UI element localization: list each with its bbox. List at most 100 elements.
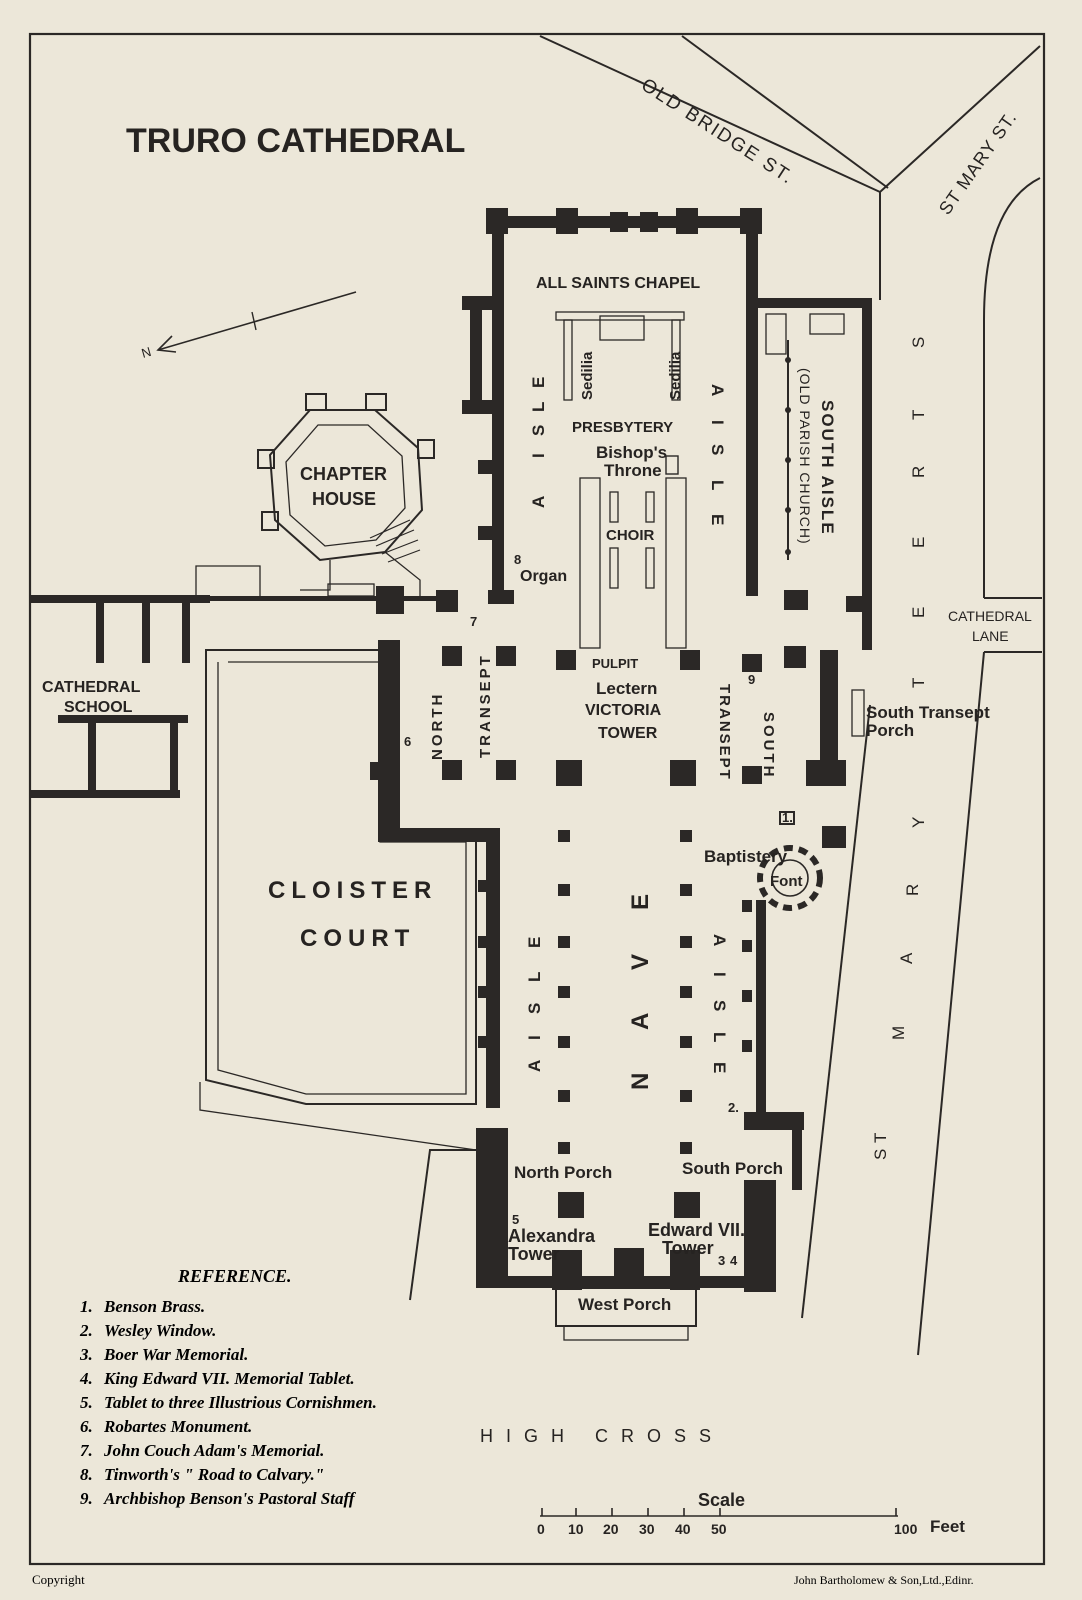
aisle-letter: I (529, 453, 548, 458)
street-letter: S (871, 1149, 890, 1160)
baptistery-label: Baptistery (704, 847, 788, 866)
south-transept-porch-label-2: Porch (866, 721, 914, 740)
reference-text: King Edward VII. Memorial Tablet. (103, 1369, 355, 1388)
scale-tick: 10 (568, 1521, 584, 1537)
reference-num: 4. (79, 1369, 93, 1388)
north-transept-label-2: TRANSEPT (477, 653, 494, 758)
edward-tower-label-2: Tower (662, 1238, 714, 1258)
alexandra-tower-label-2: Tower (508, 1244, 560, 1264)
street-letter: T (909, 410, 928, 420)
aisle-letter: E (529, 377, 548, 388)
aisle-letter: E (525, 937, 544, 948)
south-transept-porch-label-1: South Transept (866, 703, 990, 722)
scale-tick: 30 (639, 1521, 655, 1537)
street-st-mary-top: ST MARY ST. (935, 108, 1021, 219)
reference-num: 7. (80, 1441, 93, 1460)
reference-text: John Couch Adam's Memorial. (103, 1441, 324, 1460)
scale-tick: 0 (537, 1521, 545, 1537)
street-cathedral-lane-1: CATHEDRAL (948, 608, 1032, 624)
north-arrow: N (140, 291, 357, 361)
south-transept-label-2: SOUTH (760, 712, 777, 780)
south-transept-label-1: TRANSEPT (716, 684, 733, 781)
reference-text: Tablet to three Illustrious Cornishmen. (104, 1393, 377, 1412)
reference-num: 9. (80, 1489, 93, 1508)
svg-text:N: N (140, 344, 153, 361)
throne-marker (665, 455, 679, 475)
street-letter: A (897, 952, 916, 964)
reference-text: Robartes Monument. (103, 1417, 252, 1436)
choir-label: CHOIR (606, 527, 655, 544)
all-saints-chapel-label: ALL SAINTS CHAPEL (536, 275, 700, 292)
aisle-letter: A (710, 934, 729, 946)
cathedral-school (30, 565, 261, 798)
north-porch-label: North Porch (514, 1163, 612, 1182)
aisle-letter: S (710, 1000, 729, 1011)
scale-unit: Feet (930, 1517, 965, 1536)
map-frame (28, 32, 1046, 1566)
chapter-house-label-1: CHAPTER (300, 464, 387, 484)
nave-letter: N (627, 1073, 654, 1090)
west-porch-label: West Porch (578, 1295, 671, 1314)
street-letter: S (909, 337, 928, 348)
reference-text: Archbishop Benson's Pastoral Staff (103, 1489, 357, 1508)
aisle-letter: L (525, 972, 544, 982)
sedilia-left-label: Sedilia (579, 351, 596, 400)
scale-tick: 40 (675, 1521, 691, 1537)
reference-num: 3. (79, 1345, 93, 1364)
scale-bar: Scale 0 10 20 30 40 50 100 Feet (537, 1490, 965, 1537)
font-label: Font (770, 873, 802, 890)
cathedral-school-label-2: SCHOOL (64, 699, 133, 716)
footer-publisher: John Bartholomew & Son,Ltd.,Edinr. (794, 1573, 974, 1587)
cathedral-walls (370, 208, 872, 1341)
south-aisle-label-1: SOUTH AISLE (818, 400, 837, 536)
aisle-letter: S (525, 1003, 544, 1014)
aisle-letter: A (525, 1060, 544, 1072)
nave-letter: A (627, 1013, 654, 1030)
chapter-house (200, 393, 440, 601)
aisle-letter: A (708, 384, 727, 396)
south-porch-label: South Porch (682, 1159, 783, 1178)
scale-tick: 100 (894, 1521, 918, 1537)
aisle-letter: I (708, 420, 727, 425)
street-old-bridge: OLD BRIDGE ST. (637, 75, 798, 190)
street-high-cross: HIGH CROSS (480, 1426, 724, 1446)
street-letter: Y (909, 817, 928, 828)
aisle-letter: A (529, 496, 548, 508)
north-transept-label-1: NORTH (429, 692, 446, 760)
alexandra-tower-label-1: Alexandra (508, 1226, 596, 1246)
bishops-throne-label-2: Throne (604, 461, 662, 480)
street-letter: T (871, 1133, 890, 1143)
street-letter: R (909, 466, 928, 478)
marker-8: 8 (514, 552, 521, 567)
reference-text: Benson Brass. (103, 1297, 205, 1316)
presbytery-label: PRESBYTERY (572, 419, 673, 436)
bishops-throne-label-1: Bishop's (596, 443, 667, 462)
aisle-letter: E (710, 1062, 729, 1073)
marker-6: 6 (404, 734, 411, 749)
reference-legend: REFERENCE. 1. Benson Brass. 2. Wesley Wi… (79, 1266, 377, 1508)
aisle-letter: L (708, 480, 727, 490)
street-letter: E (909, 607, 928, 618)
nave-letter: V (627, 954, 654, 970)
aisle-letter: L (529, 402, 548, 412)
map-title: TRURO CATHEDRAL (126, 122, 465, 160)
marker-5: 5 (512, 1212, 519, 1227)
reference-num: 5. (80, 1393, 93, 1412)
cloister-court-label-1: CLOISTER (268, 877, 437, 904)
street-cathedral-lane-2: LANE (972, 628, 1009, 644)
chapter-house-label-2: HOUSE (312, 489, 376, 509)
marker-4: 4 (730, 1253, 738, 1268)
reference-num: 1. (80, 1297, 93, 1316)
aisle-letter: I (710, 972, 729, 977)
street-letter: E (909, 537, 928, 548)
reference-num: 6. (80, 1417, 93, 1436)
marker-9: 9 (748, 672, 755, 687)
streets (539, 35, 1042, 1356)
reference-text: Tinworth's " Road to Calvary." (104, 1465, 324, 1484)
street-letter: R (903, 884, 922, 896)
victoria-tower-label-1: VICTORIA (585, 702, 662, 719)
aisle-letter: L (710, 1032, 729, 1042)
marker-3: 3 (718, 1253, 725, 1268)
pulpit-label: PULPIT (592, 656, 638, 671)
footer-copyright: Copyright (32, 1572, 85, 1587)
